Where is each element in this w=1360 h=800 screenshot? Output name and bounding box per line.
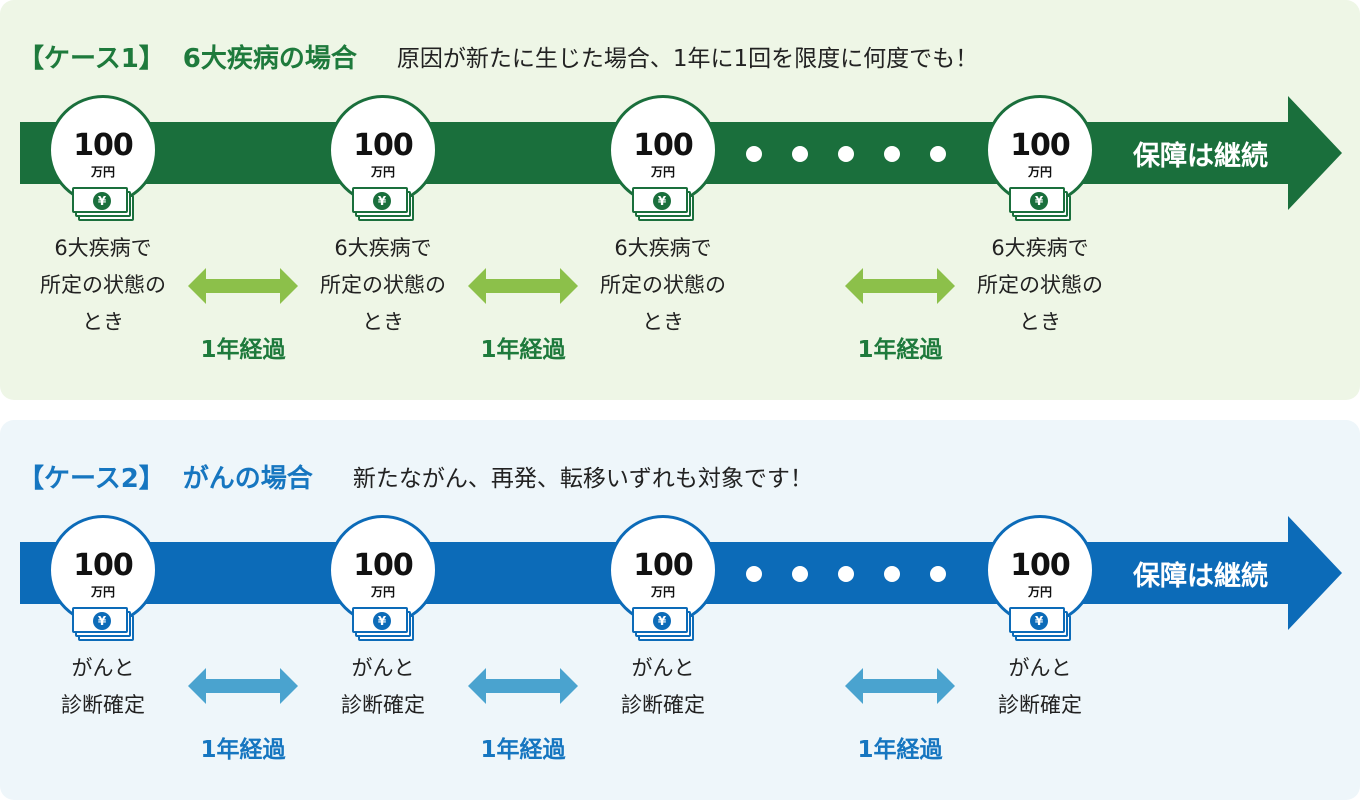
- benefit-coin: 100 万円: [48, 95, 158, 205]
- benefit-amount: 100: [73, 128, 134, 163]
- dot: [884, 146, 900, 162]
- case2-header: 【ケース2】 がんの場合 新たながん、再発、転移いずれも対象です！: [18, 456, 813, 496]
- yen-icon: ¥: [373, 612, 391, 630]
- benefit-unit: 万円: [1027, 165, 1052, 179]
- benefit-coin: 100 万円: [328, 515, 438, 625]
- case-description: 原因が新たに生じた場合、1年に1回を限度に何度でも！: [396, 46, 979, 72]
- dot: [838, 566, 854, 582]
- dot: [792, 146, 808, 162]
- event-label: 6大疾病で 所定の状態の とき: [320, 236, 446, 334]
- benefit-amount: 100: [353, 548, 414, 583]
- yen-icon: ¥: [93, 192, 111, 210]
- banknote-icon: ¥: [72, 607, 134, 641]
- event-label: がんと 診断確定: [341, 656, 425, 717]
- interval-label: 1年経過: [857, 737, 943, 763]
- benefit-unit: 万円: [90, 165, 115, 179]
- dot: [930, 566, 946, 582]
- yen-icon: ¥: [653, 192, 671, 210]
- event-label: がんと 診断確定: [998, 656, 1082, 717]
- event-label: 6大疾病で 所定の状態の とき: [600, 236, 726, 334]
- banknote-icon: ¥: [1009, 607, 1071, 641]
- yen-icon: ¥: [1030, 612, 1048, 630]
- benefit-amount: 100: [633, 548, 694, 583]
- dot: [792, 566, 808, 582]
- event-label: 6大疾病で 所定の状態の とき: [40, 236, 166, 334]
- benefit-amount: 100: [73, 548, 134, 583]
- benefit-amount: 100: [353, 128, 414, 163]
- continue-label: 保障は継続: [1133, 141, 1268, 172]
- benefit-amount: 100: [1010, 548, 1071, 583]
- benefit-unit: 万円: [370, 585, 395, 599]
- benefit-coin: 100 万円: [48, 515, 158, 625]
- event-label: 6大疾病で 所定の状態の とき: [977, 236, 1103, 334]
- benefit-unit: 万円: [370, 165, 395, 179]
- dot: [746, 566, 762, 582]
- case-title: がんの場合: [182, 463, 313, 494]
- yen-icon: ¥: [653, 612, 671, 630]
- benefit-coin: 100 万円: [985, 95, 1095, 205]
- banknote-icon: ¥: [72, 187, 134, 221]
- dot: [838, 146, 854, 162]
- timeline-arrow-head: [1288, 516, 1342, 630]
- case2-panel: 【ケース2】 がんの場合 新たながん、再発、転移いずれも対象です！ 保障は継続 …: [0, 420, 1360, 800]
- case-label: 【ケース1】: [18, 43, 165, 74]
- case-title: 6大疾病の場合: [182, 43, 357, 74]
- continue-label: 保障は継続: [1133, 561, 1268, 592]
- yen-icon: ¥: [93, 612, 111, 630]
- timeline-arrow-head: [1288, 96, 1342, 210]
- interval-label: 1年経過: [480, 337, 566, 363]
- benefit-coin: 100 万円: [328, 95, 438, 205]
- interval-label: 1年経過: [200, 737, 286, 763]
- benefit-unit: 万円: [650, 585, 675, 599]
- benefit-coin: 100 万円: [608, 95, 718, 205]
- benefit-amount: 100: [633, 128, 694, 163]
- dot: [930, 146, 946, 162]
- interval-label: 1年経過: [200, 337, 286, 363]
- case-description: 新たながん、再発、転移いずれも対象です！: [352, 466, 813, 492]
- banknote-icon: ¥: [352, 607, 414, 641]
- benefit-unit: 万円: [90, 585, 115, 599]
- yen-icon: ¥: [1030, 192, 1048, 210]
- banknote-icon: ¥: [632, 607, 694, 641]
- benefit-coin: 100 万円: [608, 515, 718, 625]
- case1-header: 【ケース1】 6大疾病の場合 原因が新たに生じた場合、1年に1回を限度に何度でも…: [18, 36, 978, 76]
- yen-icon: ¥: [373, 192, 391, 210]
- event-label: がんと 診断確定: [61, 656, 145, 717]
- case-label: 【ケース2】: [18, 463, 165, 494]
- benefit-amount: 100: [1010, 128, 1071, 163]
- interval-label: 1年経過: [857, 337, 943, 363]
- benefit-coin: 100 万円: [985, 515, 1095, 625]
- ellipsis-dots: [746, 146, 946, 162]
- banknote-icon: ¥: [352, 187, 414, 221]
- interval-label: 1年経過: [480, 737, 566, 763]
- dot: [746, 146, 762, 162]
- ellipsis-dots: [746, 566, 946, 582]
- case1-panel: 【ケース1】 6大疾病の場合 原因が新たに生じた場合、1年に1回を限度に何度でも…: [0, 0, 1360, 400]
- banknote-icon: ¥: [1009, 187, 1071, 221]
- dot: [884, 566, 900, 582]
- event-label: がんと 診断確定: [621, 656, 705, 717]
- banknote-icon: ¥: [632, 187, 694, 221]
- benefit-unit: 万円: [650, 165, 675, 179]
- benefit-unit: 万円: [1027, 585, 1052, 599]
